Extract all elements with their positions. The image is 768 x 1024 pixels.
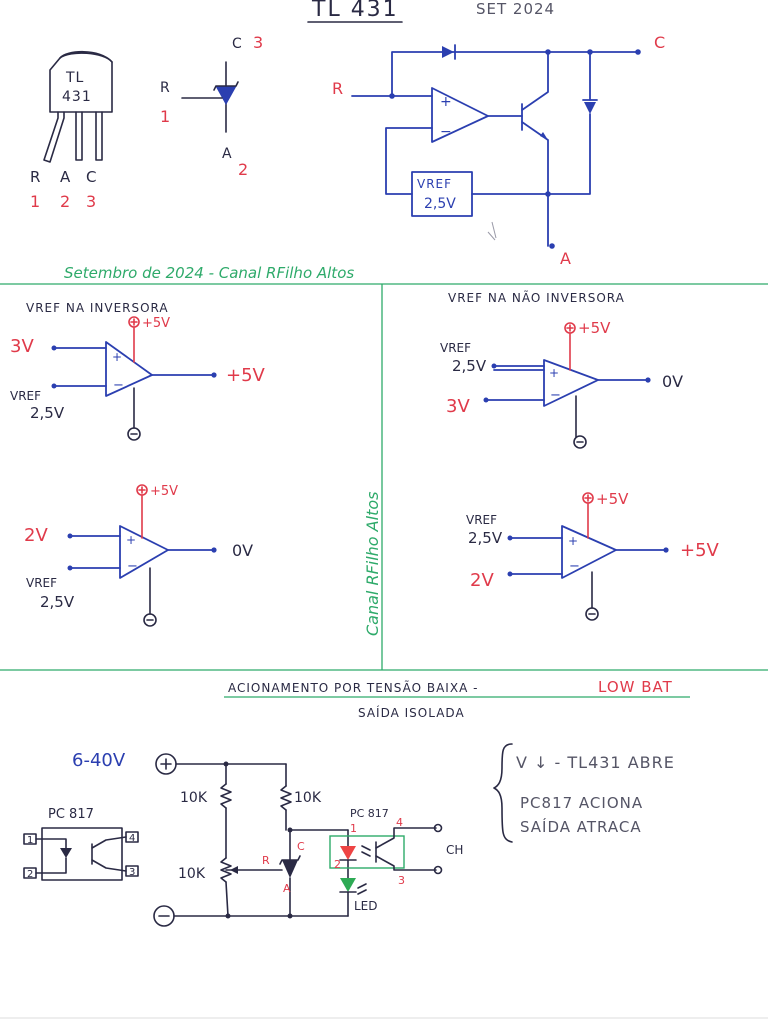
right-top-supply: +5V <box>578 319 611 337</box>
note-line-1: V ↓ - TL431 ABRE <box>516 753 675 772</box>
internal-vref-line2: 2,5V <box>424 196 456 212</box>
opto-pin-1: 1 <box>350 822 357 835</box>
left-top-vref-line1: VREF <box>10 389 41 403</box>
right-top-in-minus: 3V <box>446 396 470 417</box>
package-label-bottom: 431 <box>62 89 92 105</box>
date-label: SET 2024 <box>476 0 555 18</box>
credit-line: Setembro de 2024 - Canal RFilho Altos <box>64 264 354 282</box>
left-bottom-in-plus: 2V <box>24 525 48 546</box>
pin-a-label: A <box>60 168 71 186</box>
pc817-pin-3: 3 <box>129 867 135 878</box>
low-bat-circuit: 6-40V 10K 10K 10K R C A <box>72 750 463 927</box>
comparator-left-top: + − +5V 3V VREF 2,5V +5V <box>10 316 266 441</box>
opamp-minus-sign: − <box>113 378 124 393</box>
left-top-vref-line2: 2,5V <box>30 404 65 422</box>
opto-pin-2: 2 <box>334 858 341 871</box>
opamp-plus-sign: + <box>568 534 578 548</box>
internal-vref-line1: VREF <box>417 177 452 191</box>
opamp-minus-sign: − <box>127 559 138 574</box>
bottom-subtitle: SAÍDA ISOLADA <box>358 705 465 720</box>
tl431-a-pin: A <box>283 882 291 895</box>
opamp-minus-sign: − <box>569 559 580 574</box>
divider-top-resistor: 10K <box>180 790 208 806</box>
supply-voltage-label: 6-40V <box>72 750 126 771</box>
symbol-a-number: 2 <box>238 160 248 179</box>
internal-minus: − <box>440 124 452 140</box>
ch-label: CH <box>446 843 463 857</box>
left-bottom-vref-line2: 2,5V <box>40 593 75 611</box>
left-bottom-output: 0V <box>232 541 253 560</box>
pc817-pin-4: 4 <box>129 833 135 844</box>
opamp-plus-sign: + <box>112 350 122 364</box>
divider-pot-resistor: 10K <box>178 866 206 882</box>
left-bottom-vref-line1: VREF <box>26 576 57 590</box>
internal-equivalent-circuit: + − VREF 2,5V R C A <box>332 33 665 268</box>
pin-3-number: 3 <box>86 192 96 211</box>
symbol-r-number: 1 <box>160 107 170 126</box>
pin-r-label: R <box>30 168 40 186</box>
left-top-supply: +5V <box>142 316 170 331</box>
pin-2-number: 2 <box>60 192 70 211</box>
internal-r-label: R <box>332 79 343 98</box>
bottom-title-part2: LOW BAT <box>598 678 673 696</box>
internal-c-label: C <box>654 33 665 52</box>
right-bottom-vref-line2: 2,5V <box>468 529 503 547</box>
left-top-output: +5V <box>226 365 266 386</box>
pc817-package: PC 817 1 2 3 4 <box>23 807 139 881</box>
pin-1-number: 1 <box>30 192 40 211</box>
right-top-vref-line1: VREF <box>440 341 471 355</box>
comparator-right-bottom: + − +5V VREF 2,5V 2V +5V <box>466 490 720 621</box>
opamp-plus-sign: + <box>126 533 136 547</box>
note-line-2: PC817 ACIONA <box>520 794 643 812</box>
left-bottom-supply: +5V <box>150 484 178 499</box>
led-label: LED <box>354 899 378 913</box>
comparator-left-bottom: + − +5V 2V VREF 2,5V 0V <box>24 484 253 627</box>
right-bottom-in-minus: 2V <box>470 570 494 591</box>
opto-pin-3: 3 <box>398 874 405 887</box>
pc817-package-label: PC 817 <box>48 807 94 822</box>
opto-pin-4: 4 <box>396 816 403 829</box>
internal-plus: + <box>440 94 452 110</box>
opamp-minus-sign: − <box>550 388 561 403</box>
note-line-3: SAÍDA ATRACA <box>520 817 642 836</box>
symbol-c-number: 3 <box>253 33 263 52</box>
credit-vertical: Canal RFilho Altos <box>363 492 382 636</box>
symbol-r-label: R <box>160 80 170 96</box>
left-panel-title: VREF NA INVERSORA <box>26 301 169 315</box>
internal-a-label: A <box>560 249 571 268</box>
symbol-a-label: A <box>222 146 232 162</box>
tl431-r-pin: R <box>262 854 270 867</box>
right-bottom-supply: +5V <box>596 490 629 508</box>
comparator-right-top: + − +5V VREF 2,5V 3V 0V <box>440 319 683 449</box>
tl431-symbol: C 3 R 1 A 2 <box>160 33 263 179</box>
pc817-pin-2: 2 <box>27 869 33 880</box>
opamp-plus-sign: + <box>549 366 559 380</box>
load-resistor: 10K <box>294 790 322 806</box>
right-panel-title: VREF NA NÃO INVERSORA <box>448 290 625 305</box>
page-title: TL 431 <box>311 0 399 22</box>
right-top-output: 0V <box>662 372 683 391</box>
right-bottom-vref-line1: VREF <box>466 513 497 527</box>
behavior-notes: V ↓ - TL431 ABRE PC817 ACIONA SAÍDA ATRA… <box>493 743 675 843</box>
symbol-c-label: C <box>232 36 242 52</box>
right-top-vref-line2: 2,5V <box>452 357 487 375</box>
package-label-top: TL <box>65 70 84 86</box>
pin-c-label: C <box>86 168 96 186</box>
pc817-pin-1: 1 <box>27 835 33 846</box>
left-top-in-plus: 3V <box>10 336 34 357</box>
right-bottom-output: +5V <box>680 540 720 561</box>
optocoupler-label: PC 817 <box>350 807 389 820</box>
bottom-title-part1: ACIONAMENTO POR TENSÃO BAIXA - <box>228 680 478 695</box>
to92-package: TL 431 R A C 1 2 3 <box>30 50 113 211</box>
tl431-c-pin: C <box>297 840 305 853</box>
